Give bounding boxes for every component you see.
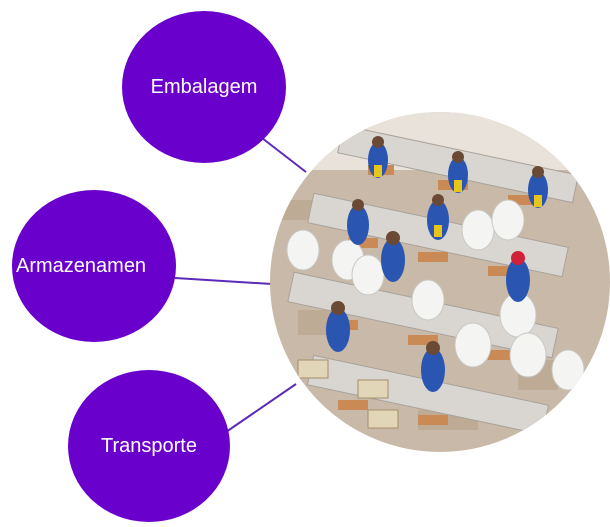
factory-workers-photo xyxy=(270,112,610,452)
connector-armazenamento xyxy=(174,277,273,285)
connector-transporte xyxy=(225,383,297,433)
connector-embalagem xyxy=(261,137,307,173)
node-label-transporte: Transporte xyxy=(101,434,197,457)
node-label-armazenamento: Armazenamen xyxy=(16,254,147,277)
node-transporte: Transporte xyxy=(68,370,230,522)
node-embalagem: Embalagem xyxy=(122,11,286,163)
node-label-embalagem: Embalagem xyxy=(150,75,258,98)
node-armazenamento: Armazenamen xyxy=(12,190,176,342)
